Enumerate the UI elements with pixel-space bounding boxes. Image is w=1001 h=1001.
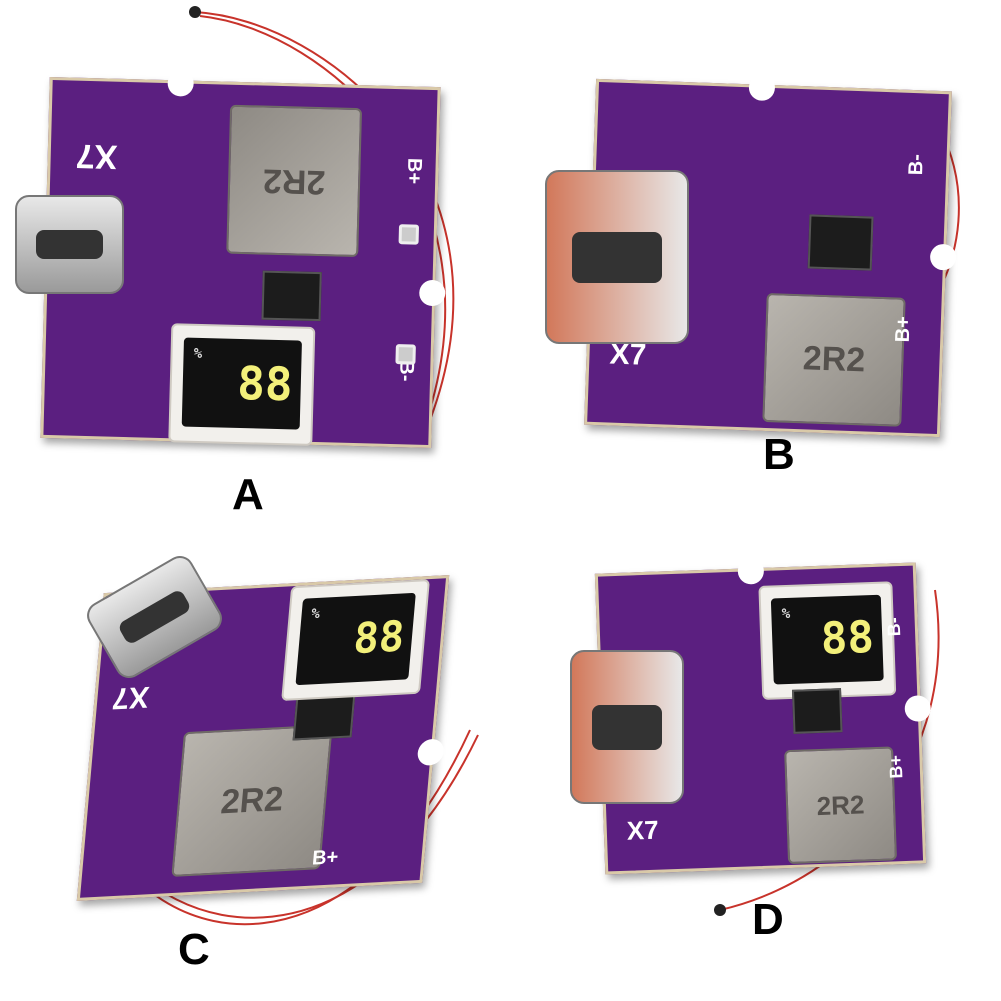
label-c: C: [178, 925, 210, 974]
inductor: 2R2: [226, 104, 363, 258]
display: %88: [281, 579, 430, 701]
terminal-pos: B+: [311, 846, 340, 870]
terminal-neg: B-: [905, 153, 928, 176]
terminal-pos: B+: [885, 754, 907, 779]
inductor: 2R2: [171, 724, 333, 877]
model-silkscreen: X7: [626, 814, 660, 846]
label-d: D: [752, 895, 784, 944]
usb-c-port-b: [545, 170, 689, 344]
usb-c-port-a: [15, 195, 124, 294]
display: %88: [758, 581, 897, 700]
inductor: 2R2: [784, 746, 898, 865]
label-b: B: [763, 430, 795, 479]
terminal-pos: B+: [402, 157, 426, 185]
controller-chip: [261, 270, 322, 322]
usb-c-port-d: [570, 650, 684, 804]
label-a: A: [232, 470, 264, 519]
model-silkscreen: X7: [75, 136, 118, 176]
terminal-pos: B+: [891, 315, 915, 343]
model-silkscreen: X7: [110, 679, 151, 715]
display: %88: [168, 323, 316, 446]
inductor: 2R2: [762, 292, 906, 427]
terminal-neg: B-: [883, 616, 905, 637]
